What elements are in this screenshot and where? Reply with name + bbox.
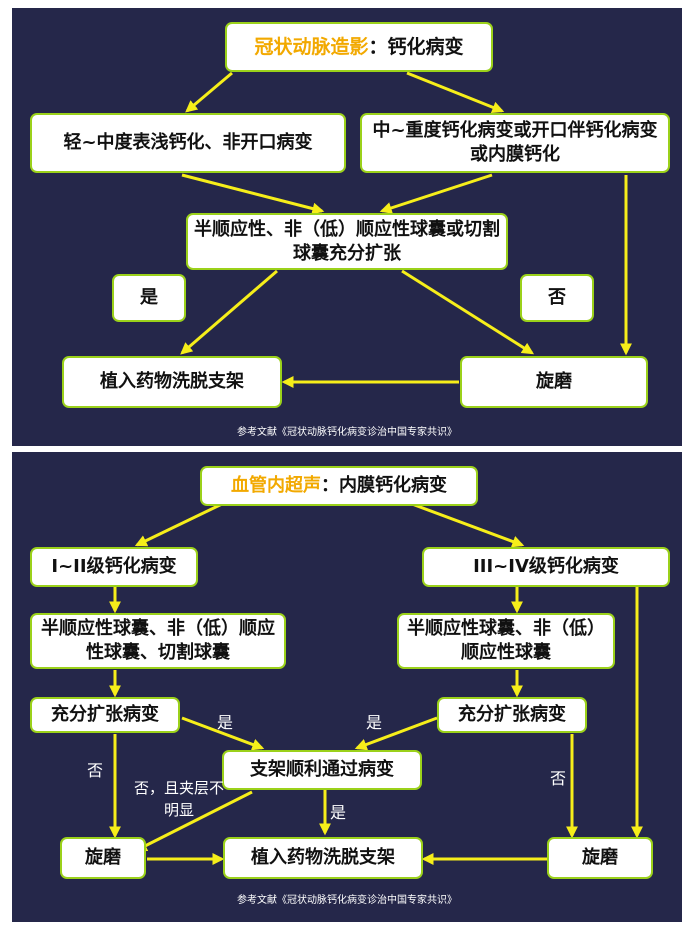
no-right-label: 否: [550, 769, 567, 788]
right-dilate-box: 充分扩张病变: [437, 697, 587, 733]
balloon-dilation-box: 半顺应性、非（低）顺应性球囊或切割球囊充分扩张: [186, 213, 508, 270]
yes-right-label: 是: [366, 713, 383, 732]
flow-arrows: [180, 71, 632, 388]
right-dilate-text: 充分扩张病变: [458, 704, 566, 725]
des-implant-text: 植入药物洗脱支架: [251, 847, 395, 868]
yes-label: 是: [140, 287, 158, 308]
severe-calcification-text: 中~重度钙化病变或开口伴钙化病变或内膜钙化: [372, 120, 658, 165]
rotablation-left-text: 旋磨: [85, 847, 121, 868]
des-implant-text: 植入药物洗脱支架: [100, 371, 244, 392]
ivus-title-rest: ：内膜钙化病变: [321, 475, 447, 496]
rotablation-box: 旋磨: [460, 356, 648, 408]
dissection-label: 否，且夹层不明显: [133, 779, 224, 819]
grade-1-2-box: I~II级钙化病变: [30, 547, 198, 587]
angiography-title-box: 冠状动脉造影：钙化病变: [225, 22, 493, 72]
no-label-box: 否: [520, 274, 594, 322]
stent-pass-box: 支架顺利通过病变: [222, 750, 422, 790]
severe-calcification-box: 中~重度钙化病变或开口伴钙化病变或内膜钙化: [360, 113, 670, 173]
reference-note: 参考文献《冠状动脉钙化病变诊治中国专家共识》: [237, 427, 457, 438]
left-balloon-box: 半顺应性球囊、非（低）顺应性球囊、切割球囊: [30, 613, 286, 669]
left-dilate-box: 充分扩张病变: [30, 697, 180, 733]
right-balloon-box: 半顺应性球囊、非（低）顺应性球囊: [397, 613, 615, 669]
rotablation-left-box: 旋磨: [60, 837, 146, 879]
ivus-flowchart: 血管内超声：内膜钙化病变 I~II级钙化病变 III~IV级钙化病变 半顺应性球…: [12, 452, 682, 922]
yes-label-box: 是: [112, 274, 186, 322]
no-left-label: 否: [87, 761, 104, 780]
des-implant-box: 植入药物洗脱支架: [223, 837, 423, 879]
coronary-angiography-flowchart: 冠状动脉造影：钙化病变 轻~中度表浅钙化、非开口病变 中~重度钙化病变或开口伴钙…: [12, 8, 682, 446]
stent-pass-text: 支架顺利通过病变: [250, 759, 394, 780]
left-dilate-text: 充分扩张病变: [51, 704, 159, 725]
mild-calcification-text: 轻~中度表浅钙化、非开口病变: [63, 132, 313, 153]
no-label: 否: [548, 287, 566, 308]
ivus-title-box: 血管内超声：内膜钙化病变: [200, 466, 478, 506]
angiography-title-rest: ：钙化病变: [368, 36, 464, 58]
flow-arrows: [109, 502, 643, 865]
reference-note: 参考文献《冠状动脉钙化病变诊治中国专家共识》: [237, 895, 457, 906]
yes-left-label: 是: [217, 713, 234, 732]
rotablation-right-box: 旋磨: [547, 837, 653, 879]
angiography-title-highlight: 冠状动脉造影: [254, 36, 369, 58]
grade-3-4-box: III~IV级钙化病变: [422, 547, 670, 587]
rotablation-right-text: 旋磨: [582, 847, 618, 868]
mild-calcification-box: 轻~中度表浅钙化、非开口病变: [30, 113, 346, 173]
yes-bottom-label: 是: [330, 803, 347, 822]
grade-3-4-text: III~IV级钙化病变: [473, 556, 619, 577]
right-balloon-text: 半顺应性球囊、非（低）顺应性球囊: [407, 618, 605, 663]
grade-1-2-text: I~II级钙化病变: [51, 556, 177, 577]
rotablation-text: 旋磨: [536, 371, 572, 392]
ivus-title-highlight: 血管内超声: [231, 475, 321, 496]
balloon-dilation-text: 半顺应性、非（低）顺应性球囊或切割球囊充分扩张: [194, 218, 500, 264]
des-implant-box: 植入药物洗脱支架: [62, 356, 282, 408]
left-balloon-text: 半顺应性球囊、非（低）顺应性球囊、切割球囊: [41, 618, 275, 663]
